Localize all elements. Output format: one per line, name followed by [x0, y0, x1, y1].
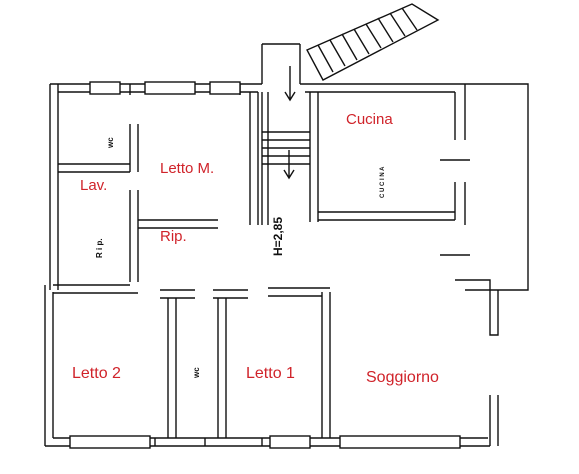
wall-wc2-right — [217, 298, 227, 438]
cucina-vertical-label: C U C I N A — [380, 166, 386, 198]
wall-wc-lav — [58, 163, 130, 173]
window-top-2 — [144, 81, 196, 95]
room-label-letto-m: Letto M. — [160, 160, 215, 177]
wall-living-right-upper — [455, 279, 499, 336]
wall-kitchen-bottom — [318, 211, 455, 221]
room-label-letto-1: Letto 1 — [246, 365, 295, 382]
door-marks — [129, 84, 470, 446]
wall-wc-right — [129, 124, 139, 172]
stair-arrow-down — [283, 150, 295, 180]
stair-top-walls — [261, 43, 301, 84]
stair-flight — [306, 3, 440, 81]
wall-letto1-right — [321, 292, 331, 438]
wall-kitchen-right-lower — [454, 182, 466, 225]
stair-arrow-up — [284, 66, 296, 102]
window-bottom-1 — [69, 435, 151, 449]
window-top-3 — [209, 81, 241, 95]
room-label-rip: Rip. — [160, 228, 187, 245]
window-top-1 — [89, 81, 121, 95]
outer-wall-right — [454, 84, 466, 140]
stair-treads — [317, 7, 418, 73]
window-bottom-2 — [269, 435, 311, 449]
window-bottom-3 — [339, 435, 461, 449]
wall-mid-horizontal — [53, 284, 138, 294]
room-label-soggiorno: Soggiorno — [366, 369, 439, 386]
stair-inner-flight — [262, 131, 310, 165]
outer-wall-left-lower — [44, 285, 54, 446]
ceiling-height-note: H=2,85 — [271, 216, 285, 256]
wc-upper-label: wc — [106, 137, 115, 148]
room-label-cucina: Cucina — [346, 111, 393, 128]
room-label-lav: Lav. — [80, 177, 108, 194]
wall-stair-left — [261, 92, 269, 225]
outer-wall-top-right — [300, 83, 465, 93]
room-label-letto-2: Letto 2 — [72, 365, 121, 382]
outer-wall-left — [49, 84, 59, 290]
wall-letto2-top — [160, 289, 195, 299]
wc-lower-label: wc — [192, 367, 201, 378]
outer-wall-right-lower — [489, 395, 499, 446]
rip-vertical-label: R i p. — [95, 238, 104, 258]
wall-stair-right — [309, 92, 319, 222]
wall-living-top — [268, 287, 330, 297]
wall-letto1-top — [213, 289, 248, 299]
wall-lettoM-right — [249, 92, 259, 225]
kitchen-right-box — [465, 83, 529, 291]
wall-lav-right — [129, 190, 139, 282]
wall-rip-top — [138, 219, 218, 229]
wall-wc2-left — [167, 298, 177, 438]
